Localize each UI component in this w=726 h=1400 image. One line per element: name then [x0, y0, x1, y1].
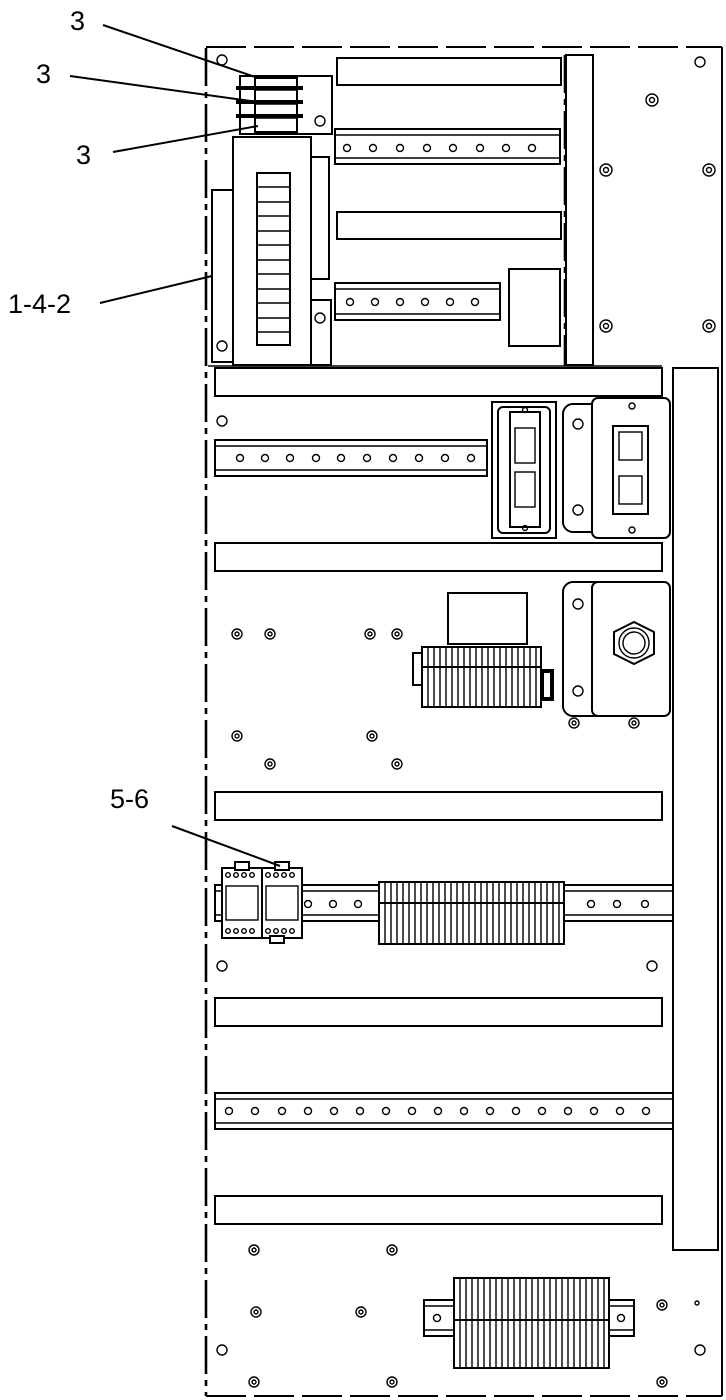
mounting-hole-icon: [216, 1344, 228, 1356]
label-5-6: 5-6: [110, 784, 149, 814]
screw-icon: [231, 628, 640, 770]
circular-connector-icon: [618, 627, 650, 659]
leader-line-1-4-2: [99, 275, 213, 304]
cable-duct-top-2: [336, 211, 562, 240]
din-rail-upper-2: [334, 282, 501, 321]
leader-line-3-a: [102, 24, 259, 79]
multipin-connector-2: [562, 397, 671, 539]
din-rail-2: [214, 439, 488, 477]
cable-duct-top-1: [336, 57, 562, 86]
mounting-hole-icon: [646, 960, 658, 972]
cable-duct-3: [214, 791, 663, 821]
cable-duct-5: [214, 1195, 663, 1225]
cable-duct-4: [214, 997, 663, 1027]
din-rail-4: [214, 1092, 674, 1130]
mounting-hole-icon: [694, 1300, 700, 1306]
cable-duct-1: [214, 367, 663, 397]
middle-component-block: [447, 592, 528, 645]
circular-connector-housing: [562, 581, 671, 717]
relay-modules-5-6: [221, 861, 303, 944]
multipin-connector-1: [491, 401, 557, 539]
screw-icon: [599, 93, 716, 333]
mounting-hole-icon: [216, 960, 228, 972]
heatsink-bottom: [453, 1277, 610, 1369]
cable-duct-2: [214, 542, 663, 572]
leader-line-5-6: [171, 825, 281, 867]
din-rail-upper-1: [334, 128, 561, 165]
label-1-4-2: 1-4-2: [8, 289, 71, 319]
leader-line-3-c: [112, 125, 259, 153]
fuse-terminal-stack: [236, 75, 333, 135]
leader-line-3-b: [69, 75, 259, 103]
label-3-a: 3: [70, 6, 85, 36]
mounting-hole-icon: [694, 1344, 706, 1356]
screw-icon: [248, 1244, 668, 1388]
vertical-cable-duct-upper: [565, 54, 594, 366]
mounting-hole-icon: [694, 56, 706, 68]
mounting-hole-icon: [216, 415, 228, 427]
terminal-block-1-4-2: [211, 136, 332, 366]
upper-component-block: [508, 268, 561, 347]
vertical-cable-duct-main: [672, 367, 719, 1251]
label-3-c: 3: [76, 140, 91, 170]
heatsink-center: [378, 881, 565, 945]
heatsink-middle: [412, 646, 554, 708]
label-3-b: 3: [36, 59, 51, 89]
